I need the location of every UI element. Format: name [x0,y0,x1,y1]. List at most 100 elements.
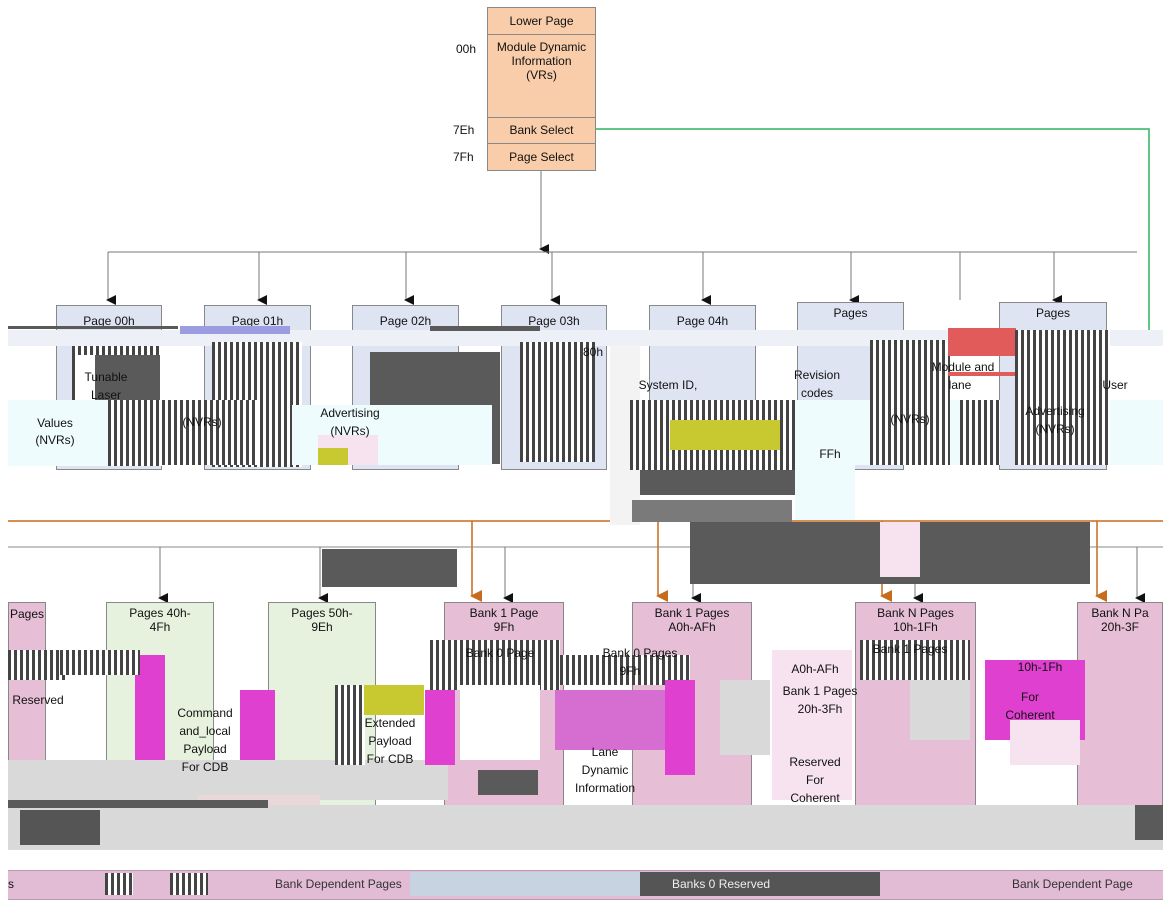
artifact [520,342,595,462]
fragment-a0h: A0h-AFh [791,662,839,676]
pages-left-title: Pages [9,607,45,621]
fragment-payload-b: Payload [368,734,412,748]
fragment-advertising-b: Advertising [1025,404,1085,418]
fragment-10h-1fh: 10h-1Fh [1017,660,1063,674]
artifact [948,328,1016,356]
bank-select-line [596,128,1150,330]
pages-50h-9eh-title: Pages 50h-9Eh [291,606,353,634]
fragment-nvrs-e: (NVRs) [1035,422,1075,436]
fragment-for-cdb-b: For CDB [366,752,414,766]
artifact [720,680,770,755]
artifact [180,326,290,334]
artifact [108,400,258,465]
fragment-values: Values [37,416,73,430]
artifact [632,500,792,522]
artifact [948,372,1016,376]
page-02h-title: Page 02h [379,314,432,328]
fragment-nvrs-c: (NVRs) [330,424,370,438]
artifact [430,640,560,690]
fragment-ffh: FFh [819,447,841,461]
bottom-bar-right-label: Bank Dependent Page [1012,877,1133,891]
fragment-bank1-pages: Bank 1 Pages [782,684,858,698]
lower-page-bank-select: Bank Select [487,117,596,144]
fragment-payload: Payload [183,742,227,756]
fragment-system-id: System ID, [638,378,698,392]
bank1-page-9fh-title: Bank 1 Page 9Fh [469,606,539,634]
fragment-revision: Revision [793,368,841,382]
artifact [1110,400,1163,465]
fragment-nvrs-a: (NVRs) [35,433,75,447]
lower-page-title: Lower Page [487,7,596,35]
artifact [8,760,448,800]
fragment-reserved-left: Reserved [12,693,64,707]
pages-group-a-title: Pages [833,306,868,320]
fragment-for-cdb: For CDB [181,760,229,774]
fragment-lane: Lane [591,745,619,759]
offset-7eh: 7Eh [453,123,475,137]
fragment-bank1-pages-b: Bank 1 Pages [872,642,948,656]
artifact [460,685,540,760]
artifact [240,690,275,760]
pages-group-b-title: Pages [1035,306,1071,320]
artifact [1010,720,1080,765]
artifact [555,690,665,750]
page-03h-title: Page 03h [528,314,580,328]
page-01h-title: Page 01h [231,314,284,328]
artifact [478,770,538,795]
pages-40h-4fh-title: Pages 40h-4Fh [129,606,191,634]
fragment-coherent-a: Coherent [790,791,840,805]
artifact [665,680,695,775]
page-04h-title: Page 04h [676,314,729,328]
fragment-offset-80h: 80h [582,345,604,359]
fragment-for: For [806,773,824,787]
fragment-for-b: For [1021,690,1039,704]
artifact [8,805,1163,850]
artifact [318,448,348,465]
fragment-module-and: Module and [931,360,995,374]
artifact [1015,330,1110,465]
page-00h-title: Page 00h [83,314,135,328]
offset-00h: 00h [456,42,477,56]
fragment-information: Information [574,781,636,795]
fragment-9fh: 9Fh [619,664,641,678]
bank1-pages-a0h-afh-title: Bank 1 Pages A0h-AFh [654,606,730,634]
fragment-tunable: Tunable [84,370,128,384]
bottom-bar-center-label: Banks 0 Reserved [672,877,771,891]
bottom-bar-mid-label: Bank Dependent Pages [275,877,402,891]
fragment-and-local: and_local [179,724,231,738]
fragment-bank0-pages: Bank 0 Pages [602,646,678,660]
offset-7fh: 7Fh [453,150,474,164]
artifact [640,872,880,896]
artifact [910,680,970,740]
artifact [364,685,424,715]
fragment-extended: Extended [364,716,416,730]
fragment-bank0-page: Bank 0 Page [465,646,535,660]
artifact [960,400,1000,465]
artifact [425,690,455,765]
artifact [335,685,365,765]
bankn-pages-10h-1fh-title: Bank N Pages 10h-1Fh [877,606,954,634]
artifact [670,420,780,450]
artifact [870,340,950,465]
fragment-laser: Laser [90,388,122,402]
artifact [880,522,920,577]
bankn-pages-20h-3fh-title: Bank N Pa 20h-3F [1091,606,1149,634]
lower-page-page-select: Page Select [487,143,596,171]
artifact [60,650,140,675]
artifact [772,650,852,800]
fragment-command: Command [177,706,233,720]
fragment-lane: lane [948,378,972,392]
artifact [8,800,268,808]
artifact [105,873,133,895]
artifact [8,650,68,680]
fragment-dynamic: Dynamic [581,763,629,777]
bankn-pages-20h-3fh-box: Bank N Pa 20h-3F [1077,602,1163,807]
artifact [795,400,855,520]
artifact [430,326,540,331]
fragment-coherent-b: Coherent [1005,708,1055,722]
fragment-nvrs-d: (NVRs) [890,412,930,426]
fragment-nvrs-b: (NVRs) [182,415,222,429]
artifact [880,872,1130,896]
fragment-20h-3fh: 20h-3Fh [797,702,843,716]
